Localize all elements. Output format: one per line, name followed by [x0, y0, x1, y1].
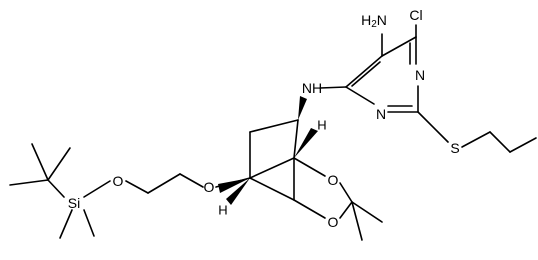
bond-c4-c5-double [351, 61, 381, 87]
atom-label-o-dioxolane-bottom: O [328, 214, 339, 230]
atom-label-cl: Cl [409, 7, 422, 23]
bond-cp-c1-c2 [293, 119, 299, 159]
bond-o-ether-ch2 [179, 173, 204, 188]
bond-ctert-me1 [9, 179, 49, 186]
atom-label-o-left: O [113, 173, 124, 189]
bond-o-bottom-cq [339, 201, 353, 219]
bond-ch2b-ch3 [509, 137, 537, 153]
bond-c5-o-bottom [293, 199, 326, 219]
bond-si-me-b [83, 209, 95, 237]
atom-label-nh2: H2N [361, 12, 387, 30]
bond-c4-c5 [345, 55, 383, 88]
wedge-o-ether [218, 178, 250, 193]
atom-labels: H2N Cl N N NH S Si O O O O H H [68, 7, 460, 230]
wedge-h-bottom [226, 178, 250, 205]
bonds [9, 24, 537, 241]
bond-c3-c5 [249, 177, 295, 201]
atom-label-h-bottom: H [218, 203, 227, 218]
bond-c4-nh [319, 86, 347, 89]
bond-o-top-cq [339, 182, 353, 203]
bond-c5-c6 [381, 36, 417, 57]
atom-label-o-right: O [204, 179, 215, 195]
atom-label-n-top: N [415, 67, 425, 83]
bond-o-si [83, 180, 111, 198]
bond-ch2-ch2 [147, 173, 181, 194]
bond-s-ch2a [461, 131, 491, 148]
bond-c2-o-top [293, 157, 326, 177]
bond-si-me-a [59, 209, 73, 239]
stereo-wedges [218, 96, 318, 205]
bond-cq-me2 [351, 201, 363, 241]
bond-cp-c2-c3 [249, 157, 295, 179]
atom-label-n-bottom: N [376, 106, 386, 122]
atom-label-nh: NH [302, 80, 322, 96]
bond-ctert-me3 [47, 147, 71, 181]
bond-cp-c4-c1 [249, 119, 299, 133]
bond-n3-c4 [345, 86, 375, 105]
atom-label-h-top: H [317, 118, 326, 133]
bond-ch2-o-si [125, 180, 149, 194]
atom-label-si: Si [68, 195, 80, 211]
bond-ch2a-ch2b [489, 131, 511, 153]
bond-cq-me1 [351, 201, 383, 223]
bond-c2-s [417, 111, 449, 143]
wedge-nh [298, 96, 307, 120]
bond-si-ctert [47, 179, 65, 198]
wedge-h-top [294, 128, 318, 158]
bond-ctert-me2 [31, 143, 49, 181]
atom-label-o-dioxolane-top: O [328, 172, 339, 188]
atom-label-s: S [450, 140, 459, 156]
